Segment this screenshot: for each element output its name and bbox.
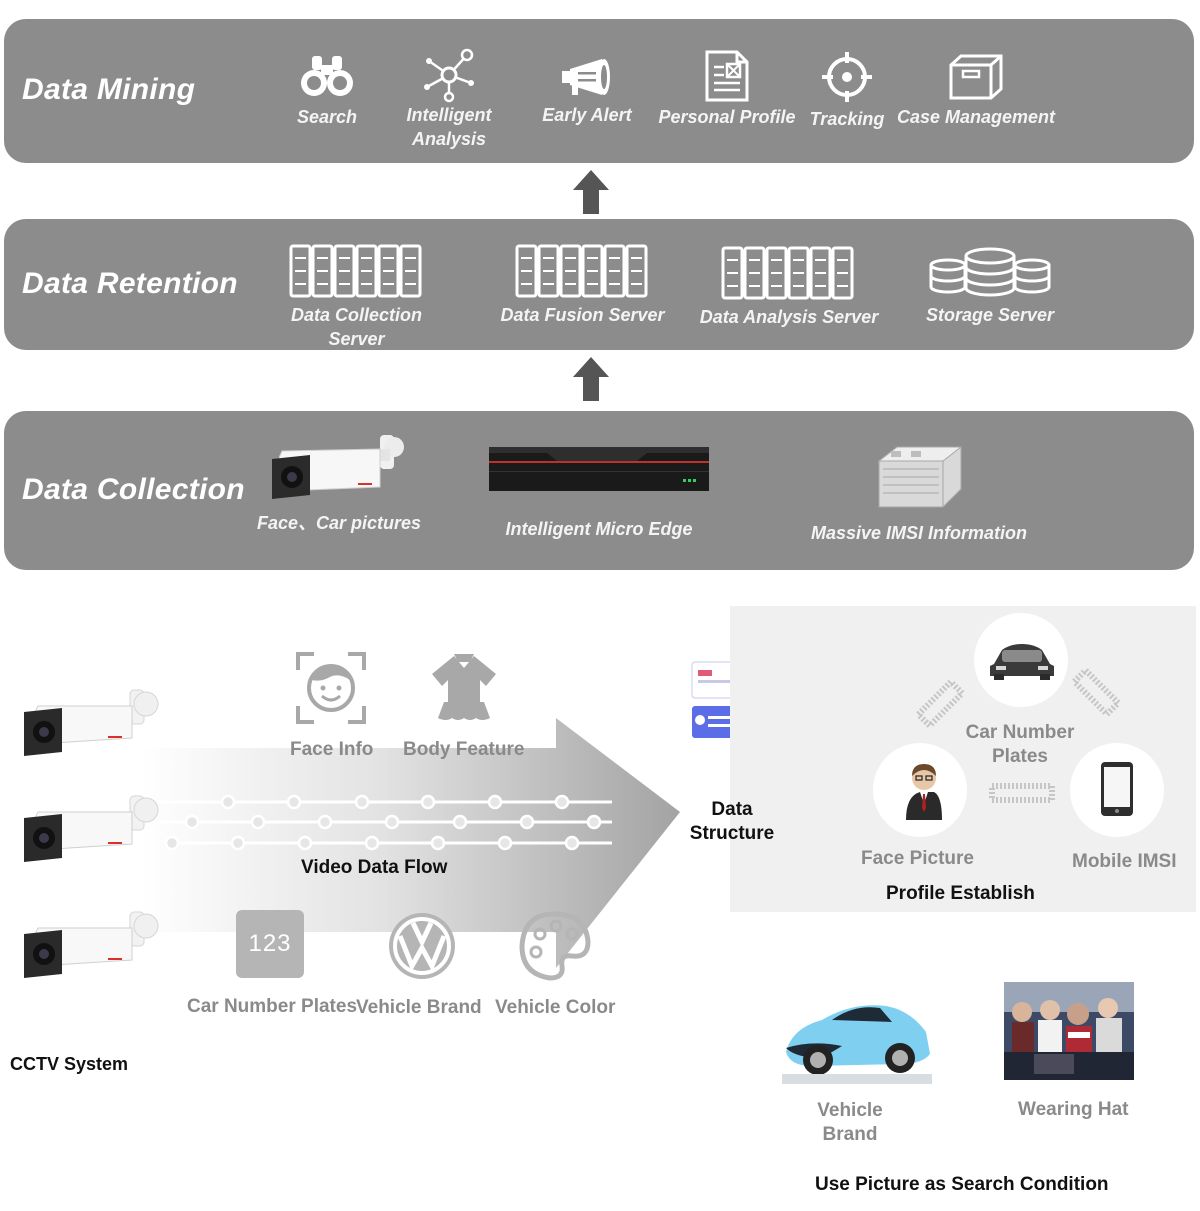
car-plates-label-2: Plates	[992, 746, 1048, 767]
imsi-box-icon	[877, 446, 963, 508]
face-node	[873, 743, 967, 837]
face-scan-icon	[296, 652, 366, 724]
data-retention-panel: Data Retention Data Collection Server	[4, 219, 1194, 350]
face-car-pictures-label: Face、Car pictures	[256, 513, 422, 533]
face-info-label: Face Info	[290, 739, 374, 760]
nvr-device-icon	[489, 447, 709, 491]
cctv-camera-1	[24, 689, 159, 756]
storage-server-item[interactable]: Storage Server	[910, 246, 1070, 327]
palette-icon	[519, 911, 591, 981]
server-rack-icon	[721, 246, 854, 300]
box-icon	[949, 54, 1003, 100]
megaphone-icon	[562, 59, 610, 95]
vehicle-brand-photo-label-1: Vehicle	[817, 1100, 883, 1121]
sports-car-image	[782, 988, 932, 1084]
vehicle-brand-label: Vehicle Brand	[356, 997, 482, 1018]
video-data-flow-label: Video Data Flow	[301, 857, 448, 878]
data-collection-server-label-1: Data Collection	[290, 305, 423, 325]
cctv-system-label: CCTV System	[10, 1054, 129, 1074]
server-rack-icon	[289, 244, 421, 298]
vw-logo-icon	[389, 913, 455, 979]
intelligent-micro-edge-item[interactable]: Intelligent Micro Edge	[480, 443, 718, 541]
data-mining-title: Data Mining	[22, 73, 196, 106]
data-structure-label: Data Structure	[680, 798, 784, 846]
early-alert-label: Early Alert	[542, 105, 632, 125]
plate-tile	[236, 910, 304, 978]
intelligent-analysis-item[interactable]: Intelligent Analysis	[394, 47, 504, 151]
cctv-camera-3	[24, 911, 159, 978]
vehicle-brand-photo-label: Vehicle Brand	[790, 1099, 910, 1147]
car-plates-label-1: Car Number	[965, 722, 1075, 743]
data-collection-title: Data Collection	[22, 473, 245, 506]
early-alert-item[interactable]: Early Alert	[532, 55, 642, 127]
clothing-icon	[432, 654, 496, 720]
vehicle-color-label: Vehicle Color	[495, 997, 616, 1018]
database-stack-icon	[929, 247, 1051, 297]
data-mining-panel: Data Mining Search Intelligen	[4, 19, 1194, 163]
mobile-imsi-label: Mobile IMSI	[1072, 851, 1177, 872]
wearing-hat-label: Wearing Hat	[1018, 1099, 1129, 1120]
flow-diagram	[24, 606, 1196, 1084]
crosshair-icon	[822, 52, 872, 102]
data-structure-label-2: Structure	[689, 823, 775, 844]
personal-profile-label: Personal Profile	[658, 107, 796, 127]
body-feature-label: Body Feature	[403, 739, 525, 760]
intelligent-analysis-label-2: Analysis	[411, 129, 487, 149]
car-icon	[990, 644, 1054, 680]
car-number-plates-label: Car Number Plates	[187, 996, 358, 1017]
data-analysis-server-item[interactable]: Data Analysis Server	[690, 246, 888, 329]
vehicle-brand-photo-label-2: Brand	[822, 1124, 878, 1145]
document-icon	[705, 50, 749, 102]
search-item[interactable]: Search	[287, 53, 367, 129]
case-management-item[interactable]: Case Management	[888, 53, 1064, 129]
massive-imsi-item[interactable]: Massive IMSI Information	[794, 441, 1044, 545]
link-arrow-left	[914, 677, 967, 730]
plate-glyph: 123	[248, 930, 292, 957]
profile-establish-title: Profile Establish	[886, 883, 1035, 904]
binoculars-icon	[301, 56, 353, 96]
up-arrow-icon	[573, 357, 609, 401]
data-collection-panel: Data Collection Face、Car pictures Intell…	[4, 411, 1194, 570]
data-structure-label-1: Data	[711, 799, 753, 820]
personal-profile-item[interactable]: Personal Profile	[652, 49, 802, 129]
face-picture-label: Face Picture	[861, 848, 974, 869]
data-fusion-server-label: Data Fusion Server	[500, 305, 665, 325]
data-collection-server-item[interactable]: Data Collection Server	[274, 244, 439, 351]
massive-imsi-label: Massive IMSI Information	[810, 523, 1028, 543]
network-nodes-icon	[424, 48, 474, 103]
case-management-label: Case Management	[896, 107, 1056, 127]
data-fusion-server-item[interactable]: Data Fusion Server	[490, 244, 675, 327]
up-arrow-icon	[573, 170, 609, 214]
businessman-icon	[906, 764, 942, 820]
flow-nodes	[164, 794, 602, 851]
bullet-camera-icon	[272, 435, 404, 499]
tracking-item[interactable]: Tracking	[804, 51, 890, 131]
tracking-label: Tracking	[809, 109, 885, 129]
face-car-pictures-item[interactable]: Face、Car pictures	[244, 429, 434, 535]
data-retention-title: Data Retention	[22, 267, 238, 300]
intelligent-analysis-label-1: Intelligent	[406, 105, 492, 125]
cctv-camera-2	[24, 795, 159, 862]
car-number-plates-profile-label: Car Number Plates	[950, 721, 1090, 769]
crowd-image	[1004, 982, 1134, 1080]
storage-server-label: Storage Server	[925, 305, 1055, 325]
mobile-phone-icon	[1101, 762, 1133, 816]
search-label: Search	[296, 107, 358, 127]
link-arrow-bottom	[989, 783, 1055, 803]
data-analysis-server-label: Data Analysis Server	[699, 307, 879, 327]
search-condition-title: Use Picture as Search Condition	[815, 1174, 1109, 1195]
intelligent-micro-edge-label: Intelligent Micro Edge	[505, 519, 693, 539]
server-rack-icon	[515, 244, 647, 298]
data-collection-server-label-2: Server	[328, 329, 385, 349]
